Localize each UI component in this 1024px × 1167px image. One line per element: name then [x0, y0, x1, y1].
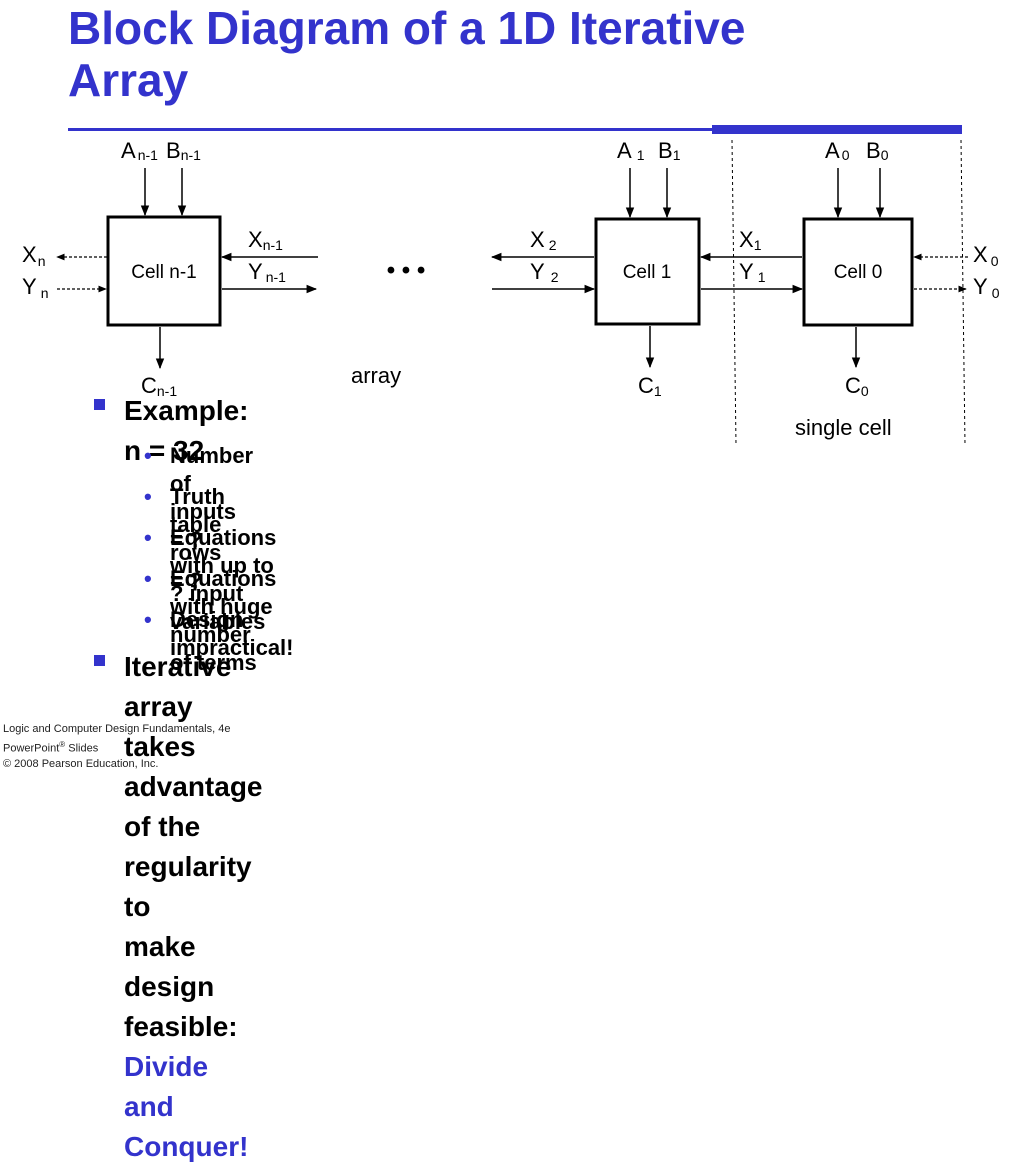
cell-0-label: Cell 0 — [834, 262, 883, 283]
label-b-n-minus-1: Bn-1 — [166, 138, 201, 163]
label-c-n-minus-1: Cn-1 — [141, 373, 177, 399]
label-c-0: C0 — [845, 373, 869, 399]
sub-bullet-5: Design impractical! — [144, 606, 294, 662]
title-line-2: Array — [68, 54, 189, 106]
single-cell-caption: single cell — [795, 415, 892, 440]
footer-line-3: © 2008 Pearson Education, Inc. — [3, 757, 159, 770]
label-x-n-minus-1: Xn-1 — [248, 227, 283, 253]
label-b-1: B1 — [658, 138, 681, 163]
cell-1-label: Cell 1 — [623, 262, 672, 283]
title-line-1: Block Diagram of a 1D Iterative — [68, 2, 746, 54]
label-x-1: X1 — [739, 227, 762, 253]
array-caption: array — [351, 363, 401, 388]
bullet-iterative-line-2: make design feasible: — [124, 931, 238, 1042]
cell-n-minus-1-label: Cell n-1 — [131, 262, 196, 283]
bullet-square-icon — [94, 655, 105, 666]
label-c-1: C1 — [638, 373, 662, 399]
cell-1-box — [594, 217, 701, 326]
slide-title: Block Diagram of a 1D Iterative Array — [68, 2, 745, 106]
title-underline-accent — [712, 125, 962, 134]
label-x-n: Xn — [22, 242, 45, 269]
cell-0-box — [802, 217, 914, 327]
single-cell-right-boundary — [960, 139, 966, 446]
single-cell-left-boundary — [731, 139, 737, 446]
bullet-iterative-line-1: Iterative array takes advantage of the r… — [124, 651, 263, 922]
label-b-0: B0 — [866, 138, 889, 163]
divide-and-conquer-text: Divide and Conquer! — [124, 1051, 249, 1162]
cell-n-minus-1-box — [106, 215, 222, 327]
footer-line-1: Logic and Computer Design Fundamentals, … — [3, 723, 231, 735]
footer-credits: Logic and Computer Design Fundamentals, … — [3, 722, 230, 772]
bullet-square-icon — [94, 399, 105, 410]
ellipsis: • • • — [387, 257, 426, 284]
title-underline — [68, 128, 712, 131]
footer-line-2: PowerPoint® Slides — [3, 740, 99, 755]
